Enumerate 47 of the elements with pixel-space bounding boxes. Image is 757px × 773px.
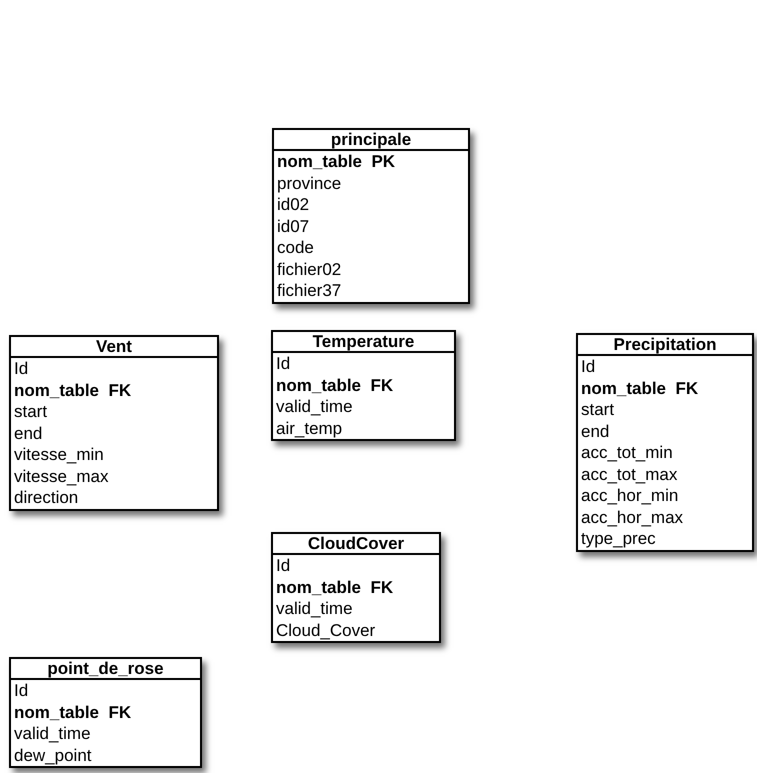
field-name: nom_table FK: [580, 378, 700, 399]
field-name: Id: [13, 680, 30, 702]
table-box: [272, 128, 470, 304]
field-name: Id: [275, 555, 292, 576]
field-name: province: [276, 172, 342, 194]
table-box: [9, 335, 219, 510]
table-title: Precipitation: [578, 335, 752, 356]
field-name: start: [580, 399, 616, 420]
field-name: end: [580, 420, 610, 442]
field-name: nom_table FK: [13, 380, 132, 401]
field-name: start: [13, 401, 48, 422]
field-name: code: [276, 237, 315, 258]
field-name: acc_tot_min: [580, 442, 674, 464]
field-name: vitesse_min: [13, 444, 105, 466]
field-name: acc_hor_max: [580, 506, 684, 528]
field-name: acc_hor_min: [580, 485, 680, 506]
field-name: nom_table FK: [13, 702, 132, 723]
field-name: Id: [275, 353, 292, 374]
field-name: valid_time: [13, 723, 92, 744]
field-name: id07: [276, 216, 310, 237]
table-title: CloudCover: [273, 534, 439, 555]
field-name: end: [13, 422, 44, 444]
field-name: valid_time: [275, 396, 354, 418]
field-name: type_prec: [580, 528, 657, 550]
field-name: nom_table FK: [275, 374, 394, 396]
field-name: dew_point: [13, 744, 93, 766]
table-title: Vent: [11, 337, 217, 358]
field-name: fichier02: [276, 258, 342, 280]
table-box: [271, 532, 441, 643]
field-name: fichier37: [276, 280, 342, 302]
table-title: principale: [274, 130, 468, 151]
field-name: Id: [580, 356, 596, 378]
field-name: air_temp: [275, 418, 344, 439]
table-title: Temperature: [273, 332, 454, 353]
field-name: valid_time: [275, 598, 354, 620]
table-box: [271, 330, 456, 441]
table-box: [576, 333, 754, 552]
field-name: id02: [276, 194, 310, 216]
field-name: direction: [13, 487, 80, 508]
field-name: nom_table PK: [276, 151, 396, 172]
table-title: point_de_rose: [11, 659, 200, 680]
field-name: nom_table FK: [275, 576, 394, 598]
table-box: [9, 657, 202, 768]
field-name: acc_tot_max: [580, 464, 678, 485]
field-name: Cloud_Cover: [275, 620, 376, 641]
field-name: Id: [13, 358, 30, 380]
field-name: vitesse_max: [13, 466, 110, 487]
